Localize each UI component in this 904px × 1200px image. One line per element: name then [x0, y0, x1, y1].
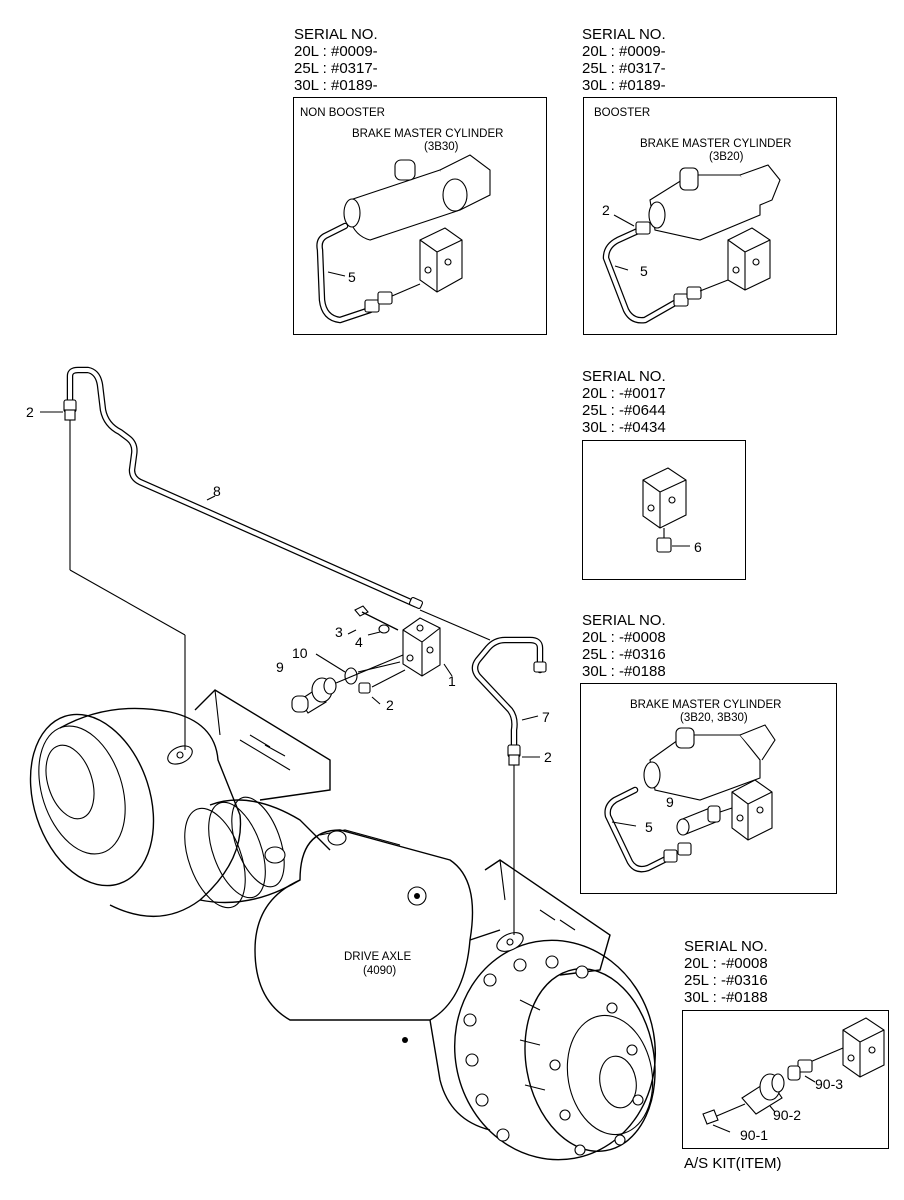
kit-callout-90-2: 90-2	[773, 1107, 802, 1123]
callout-9: 9	[276, 659, 284, 675]
booster-callout-5: 5	[640, 263, 648, 279]
item6-serial-30l: 30L : -#0434	[582, 419, 666, 436]
callout-4: 4	[355, 634, 363, 650]
drive-axle-drawing	[29, 689, 657, 1161]
booster-heading: BOOSTER	[594, 107, 651, 119]
booster-drawing	[602, 164, 781, 324]
item9-component: BRAKE MASTER CYLINDER	[630, 699, 782, 711]
non-booster-callout-5: 5	[348, 269, 356, 285]
callout-10: 10	[292, 645, 308, 661]
item6-drawing	[642, 467, 690, 553]
item9-callout-9: 9	[666, 794, 674, 810]
item9-panel	[580, 683, 837, 894]
non-booster-serial-title: SERIAL NO.	[294, 26, 378, 43]
item9-serial-30l: 30L : -#0188	[582, 663, 666, 680]
booster-component-code: (3B20)	[709, 151, 744, 163]
non-booster-drawing	[316, 154, 491, 324]
callout-2-valve: 2	[386, 697, 394, 713]
booster-callout-2: 2	[602, 202, 610, 218]
booster-serial-25l: 25L : #0317-	[582, 60, 666, 77]
valve-block-1	[291, 605, 453, 714]
kit-serial-20l: 20L : -#0008	[684, 955, 768, 972]
item9-serial-25l: 25L : -#0316	[582, 646, 666, 663]
item9-serial-title: SERIAL NO.	[582, 612, 666, 629]
callout-1: 1	[448, 673, 456, 689]
kit-serial-30l: 30L : -#0188	[684, 989, 768, 1006]
leader-lines	[40, 411, 540, 758]
drive-axle-label: DRIVE AXLE	[344, 951, 412, 963]
item9-component-code: (3B20, 3B30)	[680, 712, 748, 724]
non-booster-serial-30l: 30L : #0189-	[294, 77, 378, 94]
item6-callout-6: 6	[694, 539, 702, 555]
callout-3: 3	[335, 624, 343, 640]
booster-panel	[583, 97, 837, 335]
non-booster-serial-20l: 20L : #0009-	[294, 43, 378, 60]
item6-panel	[582, 440, 746, 580]
item6-serial-20l: 20L : -#0017	[582, 385, 666, 402]
booster-component: BRAKE MASTER CYLINDER	[640, 138, 792, 150]
item9-callout-5: 5	[645, 819, 653, 835]
brake-line-7	[419, 609, 547, 935]
non-booster-component-code: (3B30)	[424, 141, 459, 153]
non-booster-heading: NON BOOSTER	[300, 107, 385, 119]
non-booster-panel	[293, 97, 547, 335]
booster-serial-title: SERIAL NO.	[582, 26, 666, 43]
callout-7: 7	[542, 709, 550, 725]
kit-drawing	[702, 1017, 885, 1133]
kit-serial-title: SERIAL NO.	[684, 938, 768, 955]
kit-callout-90-3: 90-3	[815, 1076, 844, 1092]
booster-serial-30l: 30L : #0189-	[582, 77, 666, 94]
brake-line-8	[63, 366, 424, 750]
item6-serial-25l: 25L : -#0644	[582, 402, 666, 419]
callout-2-axle: 2	[544, 749, 552, 765]
drive-axle-code: (4090)	[363, 965, 397, 977]
item6-serial-title: SERIAL NO.	[582, 368, 666, 385]
callout-8: 8	[213, 483, 221, 499]
booster-serial-20l: 20L : #0009-	[582, 43, 666, 60]
kit-caption: A/S KIT(ITEM)	[684, 1155, 782, 1172]
kit-panel	[682, 1010, 889, 1149]
kit-serial-25l: 25L : -#0316	[684, 972, 768, 989]
item9-drawing	[604, 724, 776, 873]
item9-serial-20l: 20L : -#0008	[582, 629, 666, 646]
kit-callout-90-1: 90-1	[740, 1127, 769, 1143]
non-booster-component: BRAKE MASTER CYLINDER	[352, 128, 504, 140]
callout-2-left: 2	[26, 404, 34, 420]
non-booster-serial-25l: 25L : #0317-	[294, 60, 378, 77]
